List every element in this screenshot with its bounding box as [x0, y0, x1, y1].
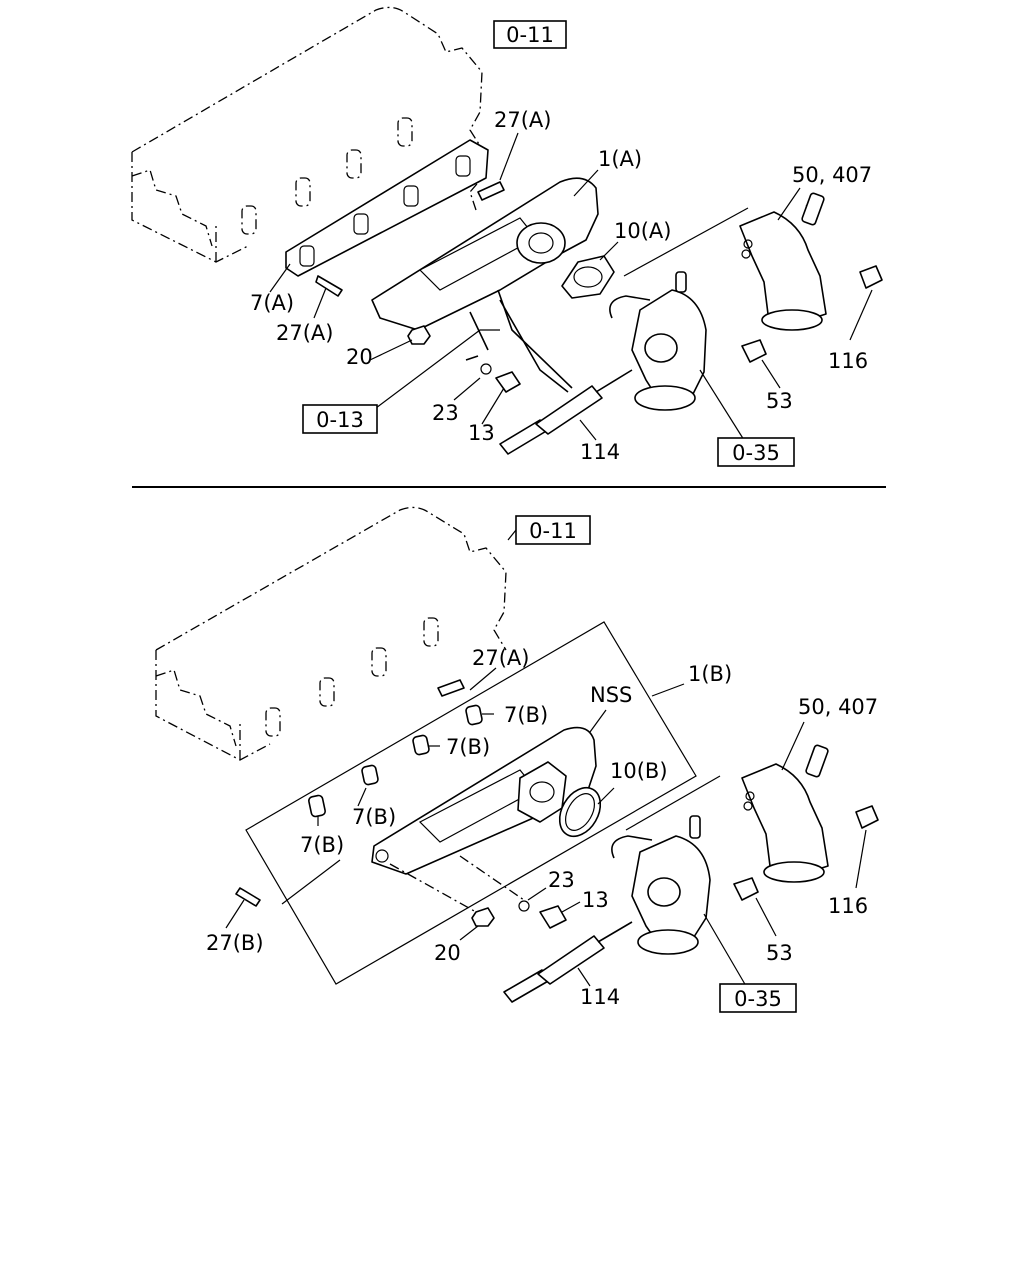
callout-label: 114 — [580, 985, 620, 1009]
turbocharger-upper — [609, 271, 707, 411]
leaders-upper — [269, 35, 873, 441]
callout-label: 7(B) — [504, 703, 548, 727]
callout-label: 114 — [580, 440, 620, 464]
callout-label: 53 — [766, 389, 793, 413]
callouts-lower: 27(A) 1(B) NSS 50, 407 7(B) 7(B) 10(B) 7… — [206, 646, 878, 1009]
pipe-114-lower — [503, 921, 633, 1003]
callouts-upper: 27(A) 1(A) 10(A) 50, 407 7(A) 27(A) 20 1… — [250, 108, 872, 464]
ref-box-0-11-lower: 0-11 — [515, 515, 591, 545]
ref-label: 0-13 — [316, 408, 364, 432]
leaders-lower — [225, 529, 867, 987]
ref-box-0-35-lower: 0-35 — [719, 983, 797, 1013]
exhaust-manifold-1a — [371, 177, 599, 393]
hardware-lower — [235, 679, 879, 929]
callout-label: 27(A) — [472, 646, 529, 670]
callout-label: 23 — [548, 868, 575, 892]
callout-label: 116 — [828, 349, 868, 373]
callout-label: 7(B) — [300, 833, 344, 857]
ref-label: 0-35 — [732, 441, 780, 465]
gaskets-7b — [308, 704, 483, 818]
ref-box-0-11-upper: 0-11 — [493, 20, 567, 49]
upper-view: 0-11 0-13 0-35 27(A) 1(A) 10(A) 50, 407 … — [131, 6, 883, 467]
lower-view: 0-11 0-35 27(A) 1(B) NSS 50, 407 7(B) 7(… — [155, 506, 879, 1013]
callout-label: 7(B) — [446, 735, 490, 759]
cylinder-head-upper — [131, 6, 485, 263]
head-gasket-7a — [285, 139, 489, 277]
hardware-upper — [315, 181, 883, 393]
ref-box-0-35-upper: 0-35 — [717, 437, 795, 467]
callout-label: 10(A) — [614, 219, 671, 243]
callout-label: 20 — [346, 345, 373, 369]
callout-label: 50, 407 — [792, 163, 872, 187]
callout-label: 7(B) — [352, 805, 396, 829]
outlet-elbow-lower — [741, 744, 829, 883]
ref-label: 0-11 — [506, 23, 554, 47]
callout-label: 1(B) — [688, 662, 732, 686]
callout-label: 27(B) — [206, 931, 264, 955]
callout-label: 13 — [468, 421, 495, 445]
callout-label: 50, 407 — [798, 695, 878, 719]
callout-label: 1(A) — [598, 147, 642, 171]
cylinder-head-lower — [155, 506, 507, 761]
callout-label: 27(A) — [276, 321, 333, 345]
callout-label: 27(A) — [494, 108, 551, 132]
pipe-114-upper — [499, 369, 633, 455]
callout-label: 20 — [434, 941, 461, 965]
gasket-10a — [561, 255, 615, 299]
callout-label: 23 — [432, 401, 459, 425]
ref-label: 0-11 — [529, 519, 577, 543]
callout-label: 53 — [766, 941, 793, 965]
gasket-10b — [558, 786, 602, 838]
callout-label: 13 — [582, 888, 609, 912]
kit-outline-1b — [245, 621, 697, 985]
callout-label: 10(B) — [610, 759, 668, 783]
callout-label: 116 — [828, 894, 868, 918]
ref-box-0-13-upper: 0-13 — [302, 404, 378, 434]
ref-label: 0-35 — [734, 987, 782, 1011]
callout-label: 7(A) — [250, 291, 294, 315]
outlet-elbow-upper — [739, 192, 827, 331]
turbocharger-lower — [611, 815, 711, 955]
callout-label: NSS — [590, 683, 632, 707]
